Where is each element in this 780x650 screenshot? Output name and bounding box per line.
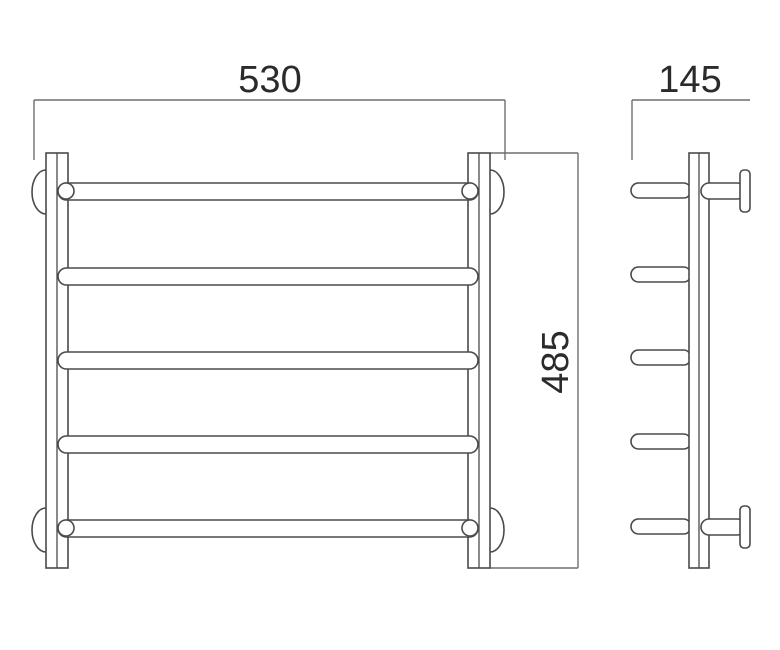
side-wall-brackets (700, 169, 751, 549)
bar-end-cap (461, 519, 479, 537)
side-rod (630, 349, 692, 366)
side-rods (630, 182, 692, 535)
side-bracket-flange (739, 505, 751, 549)
towel-bars (57, 182, 479, 538)
side-bracket-flange (739, 169, 751, 213)
depth-dimension: 145 (631, 59, 750, 160)
side-rod (630, 266, 692, 283)
towel-bar (57, 351, 479, 370)
towel-bar (57, 182, 479, 201)
height-dimension: 485 (490, 152, 579, 569)
height-dimension-label: 485 (535, 330, 577, 393)
width-dimension-label: 530 (238, 59, 301, 101)
depth-dimension-label: 145 (658, 59, 721, 101)
side-bracket-arm (700, 518, 746, 536)
side-bracket-arm (700, 182, 746, 200)
bar-end-caps (57, 182, 479, 537)
side-rod (630, 433, 692, 450)
towel-bar (57, 435, 479, 454)
towel-bar (57, 267, 479, 286)
bar-end-cap (57, 519, 75, 537)
side-view: 145 (630, 59, 751, 569)
bar-end-cap (461, 182, 479, 200)
bar-end-cap (57, 182, 75, 200)
front-view: 530 485 (31, 59, 579, 569)
side-rod (630, 182, 692, 199)
width-dimension: 530 (33, 59, 506, 160)
side-rod (630, 518, 692, 535)
towel-bar (57, 519, 479, 538)
